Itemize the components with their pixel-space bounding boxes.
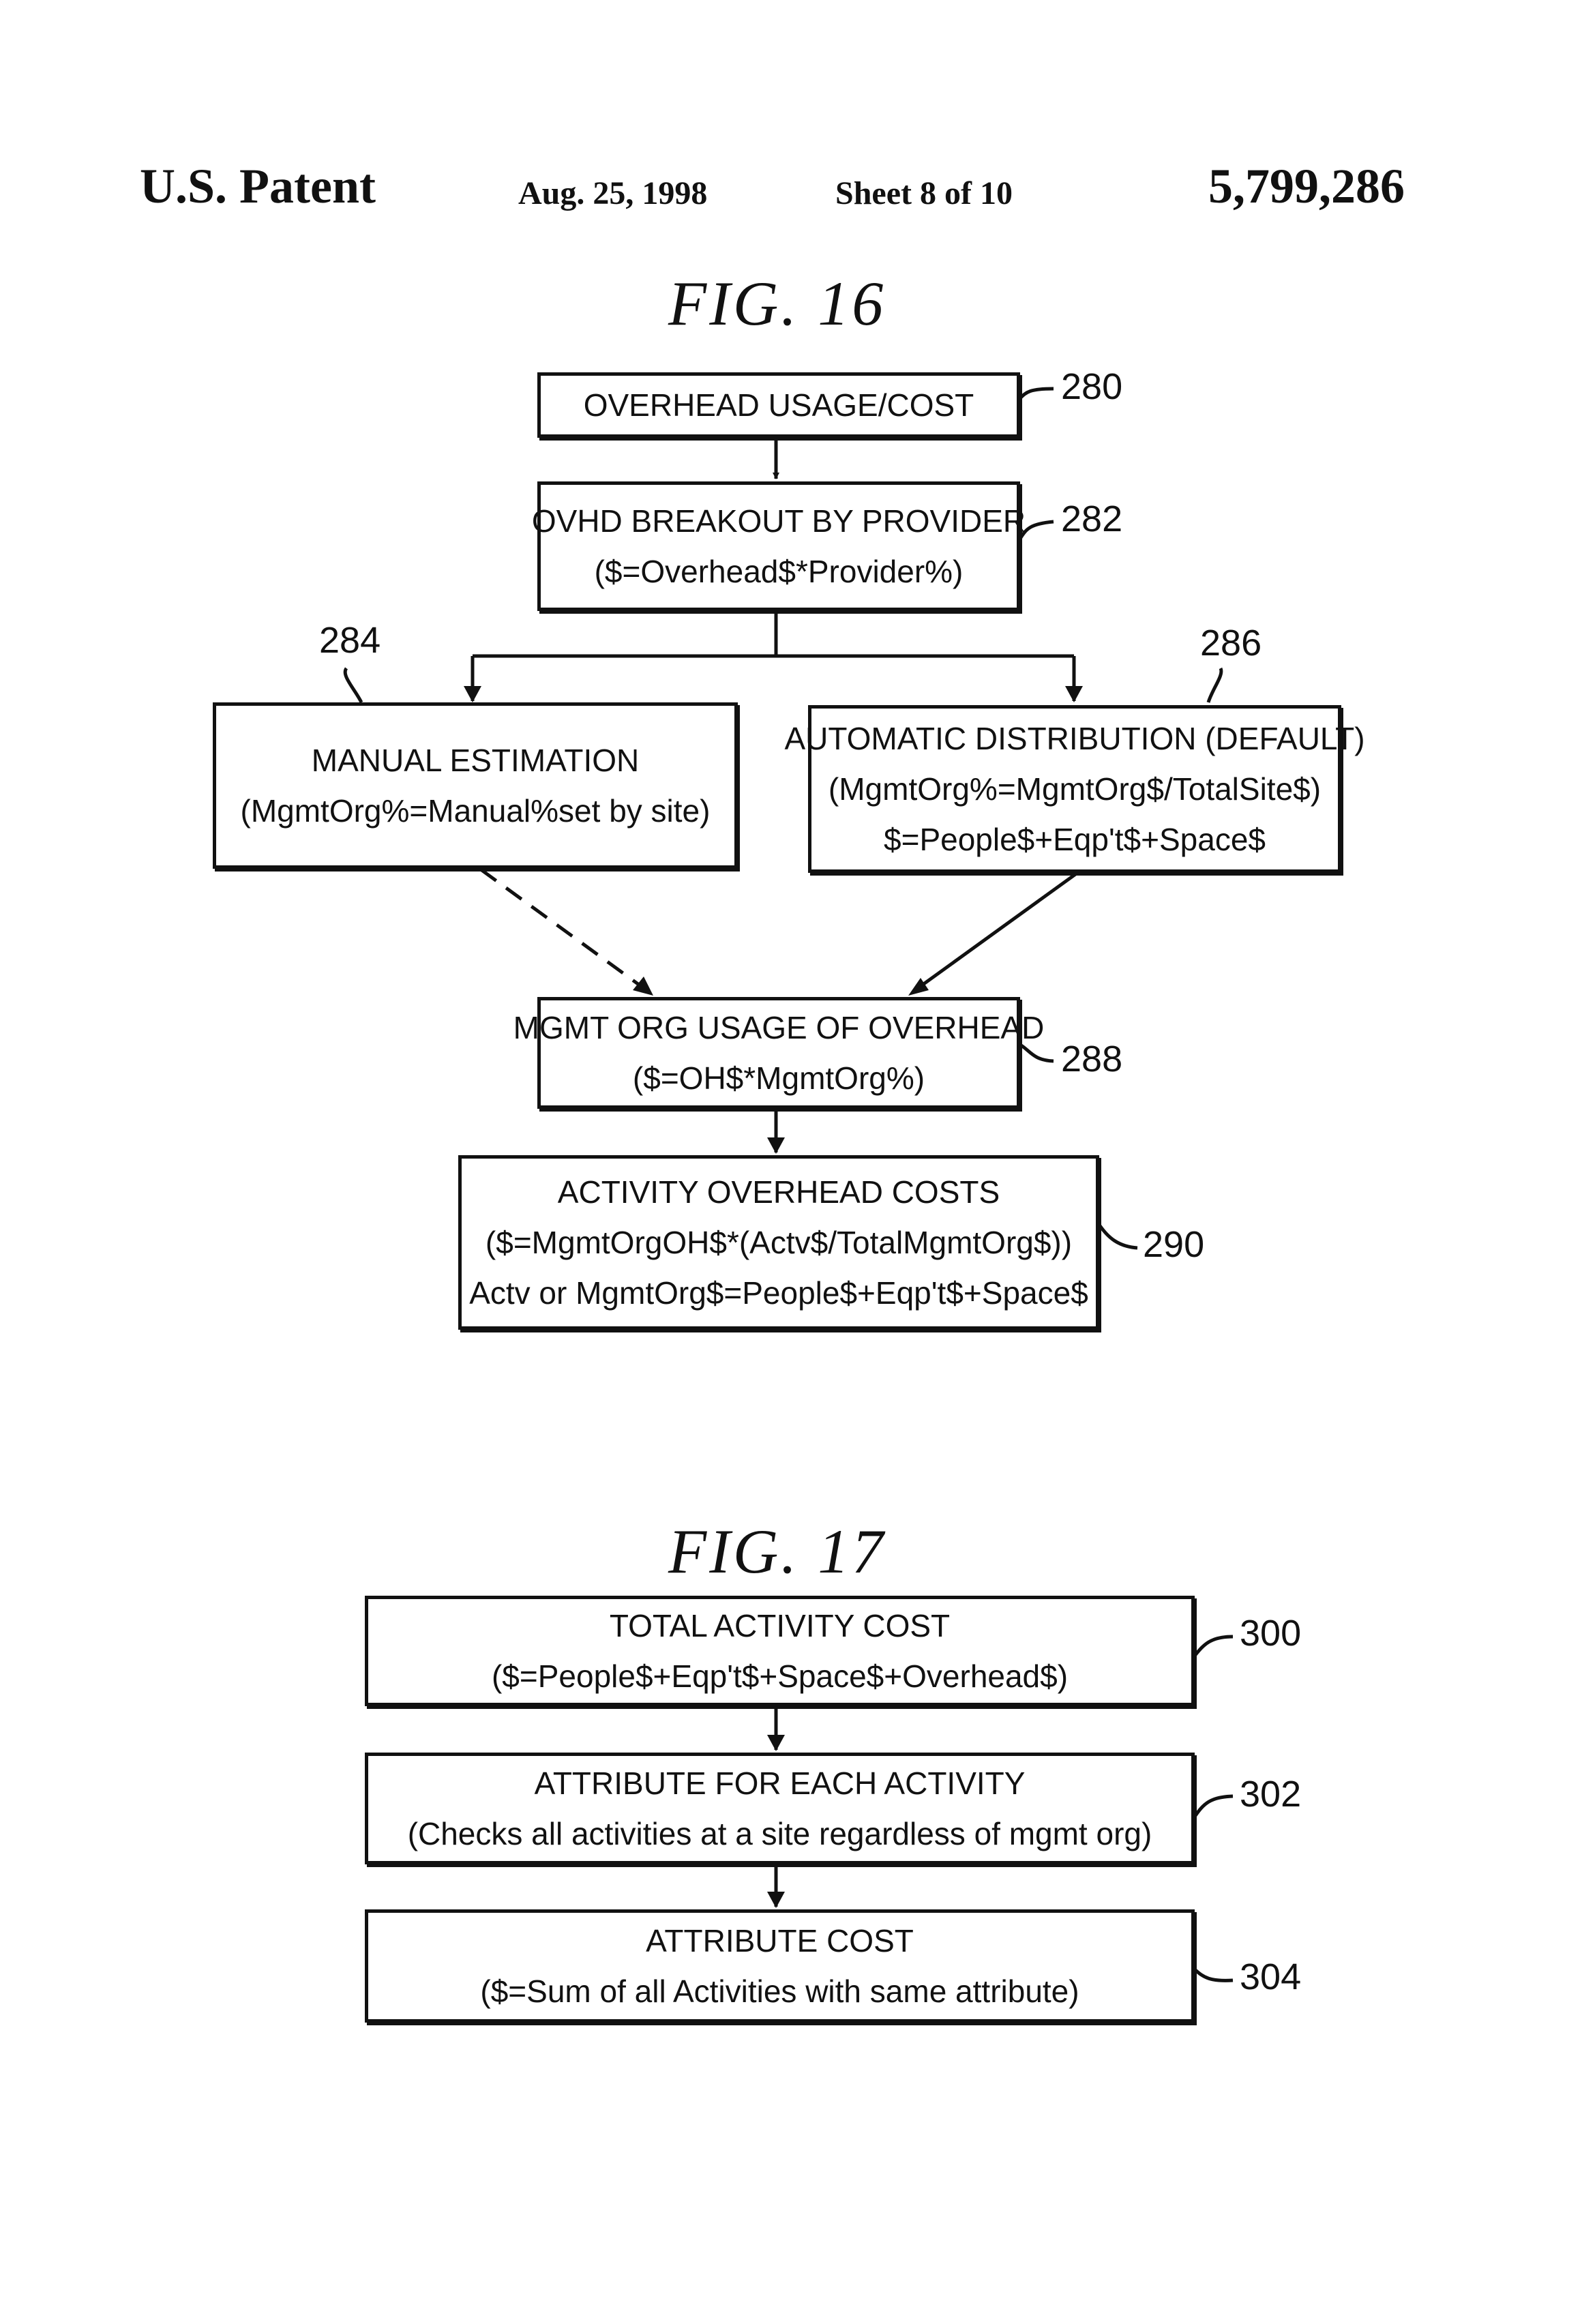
- leader-286: [1208, 668, 1221, 702]
- ref-302: 302: [1240, 1773, 1301, 1815]
- box-line: AUTOMATIC DISTRIBUTION (DEFAULT): [784, 713, 1364, 764]
- leader-284: [345, 668, 361, 702]
- ref-290: 290: [1143, 1223, 1204, 1266]
- box-302-attribute-each-activity: ATTRIBUTE FOR EACH ACTIVITY (Checks all …: [365, 1753, 1195, 1864]
- box-line: ($=Sum of all Activities with same attri…: [480, 1966, 1079, 2016]
- box-line: OVHD BREAKOUT BY PROVIDER: [532, 496, 1026, 546]
- ref-280: 280: [1061, 366, 1122, 408]
- ref-282: 282: [1061, 498, 1122, 540]
- box-line: ($=MgmtOrgOH$*(Actv$/TotalMgmtOrg$)): [486, 1217, 1072, 1268]
- box-line: ATTRIBUTE COST: [646, 1916, 914, 1966]
- leader-290: [1099, 1225, 1137, 1248]
- ref-288: 288: [1061, 1038, 1122, 1080]
- box-line: ($=Overhead$*Provider%): [595, 546, 964, 597]
- box-290-activity-overhead-costs: ACTIVITY OVERHEAD COSTS ($=MgmtOrgOH$*(A…: [458, 1155, 1099, 1330]
- ref-284: 284: [319, 619, 380, 661]
- box-304-attribute-cost: ATTRIBUTE COST ($=Sum of all Activities …: [365, 1909, 1195, 2023]
- box-282-ovhd-breakout: OVHD BREAKOUT BY PROVIDER ($=Overhead$*P…: [537, 481, 1020, 611]
- box-280-overhead-usage: OVERHEAD USAGE/COST: [537, 372, 1020, 438]
- box-line: (MgmtOrg%=MgmtOrg$/TotalSite$): [829, 764, 1321, 814]
- ref-300: 300: [1240, 1612, 1301, 1654]
- box-line: (MgmtOrg%=Manual%set by site): [241, 786, 711, 836]
- box-284-manual-estimation: MANUAL ESTIMATION (MgmtOrg%=Manual%set b…: [213, 702, 738, 869]
- arrowhead-290: [767, 1137, 785, 1154]
- box-line: Actv or MgmtOrg$=People$+Eqp't$+Space$: [469, 1268, 1088, 1318]
- box-line: ($=People$+Eqp't$+Space$+Overhead$): [492, 1651, 1068, 1701]
- arrowhead-304: [767, 1892, 785, 1908]
- box-288-mgmt-org-usage: MGMT ORG USAGE OF OVERHEAD ($=OH$*MgmtOr…: [537, 997, 1020, 1109]
- leader-302: [1195, 1796, 1233, 1817]
- box-line: (Checks all activities at a site regardl…: [408, 1808, 1152, 1859]
- leader-300: [1195, 1637, 1233, 1656]
- dashed-arrow-284-288: [481, 869, 646, 990]
- arrowhead-302: [767, 1735, 785, 1751]
- box-line: ACTIVITY OVERHEAD COSTS: [558, 1167, 1000, 1217]
- arrow-282-split: [473, 611, 1074, 656]
- arrowhead-286: [1065, 686, 1083, 702]
- box-line: MANUAL ESTIMATION: [312, 735, 639, 786]
- box-line: TOTAL ACTIVITY COST: [610, 1600, 950, 1651]
- box-line: ($=OH$*MgmtOrg%): [633, 1053, 925, 1103]
- ref-286: 286: [1200, 622, 1262, 664]
- ref-304: 304: [1240, 1956, 1301, 1998]
- box-286-automatic-distribution: AUTOMATIC DISTRIBUTION (DEFAULT) (MgmtOr…: [808, 705, 1341, 873]
- box-300-total-activity-cost: TOTAL ACTIVITY COST ($=People$+Eqp't$+Sp…: [365, 1596, 1195, 1706]
- arrow-286-288: [915, 873, 1077, 990]
- arrowhead-284: [464, 686, 481, 702]
- leader-304: [1195, 1969, 1233, 1980]
- leader-280: [1020, 389, 1054, 398]
- box-line: OVERHEAD USAGE/COST: [584, 380, 974, 430]
- box-line: MGMT ORG USAGE OF OVERHEAD: [513, 1002, 1045, 1053]
- arrowhead-dashed: [633, 977, 653, 996]
- box-line: $=People$+Eqp't$+Space$: [884, 814, 1266, 865]
- box-line: ATTRIBUTE FOR EACH ACTIVITY: [535, 1758, 1026, 1808]
